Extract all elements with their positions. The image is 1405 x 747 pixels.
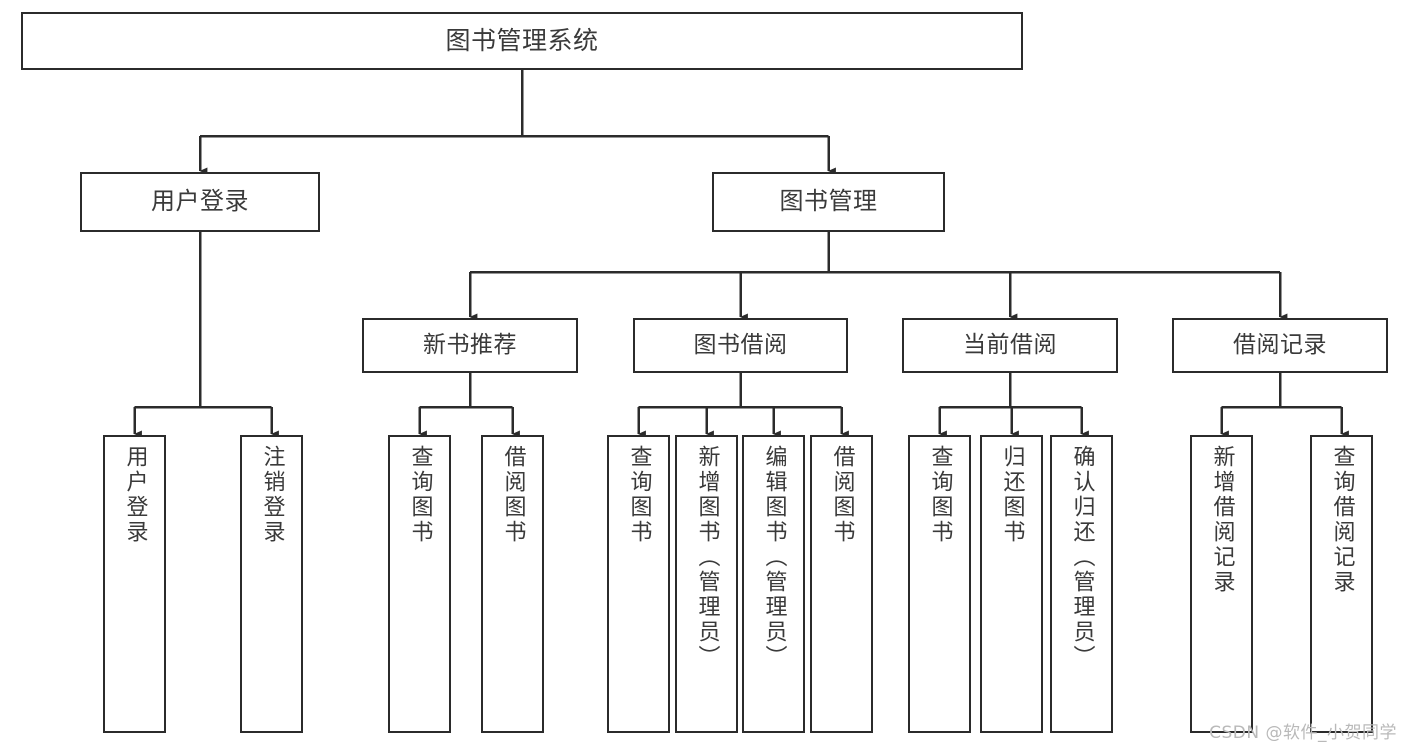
csdn-watermark: CSDN @软件_小贺同学 (1209, 723, 1397, 743)
node-leaf-borrow-book-2[interactable]: 借阅图书 (810, 435, 873, 733)
node-label: 借阅记录 (1233, 332, 1327, 359)
node-leaf-query-book-1[interactable]: 查询图书 (388, 435, 451, 733)
node-borrow-record[interactable]: 借阅记录 (1172, 318, 1388, 373)
node-label: 新增借阅记录 (1209, 445, 1235, 595)
node-label: 新增图书（管理员） (694, 445, 720, 670)
node-leaf-borrow-book-1[interactable]: 借阅图书 (481, 435, 544, 733)
node-book-management[interactable]: 图书管理 (712, 172, 945, 232)
node-label: 查询借阅记录 (1329, 445, 1355, 595)
node-label: 用户登录 (151, 187, 249, 216)
node-leaf-query-book-2[interactable]: 查询图书 (607, 435, 670, 733)
node-leaf-add-record[interactable]: 新增借阅记录 (1190, 435, 1253, 733)
node-label: 新书推荐 (423, 332, 517, 359)
node-label: 当前借阅 (963, 332, 1057, 359)
node-label: 查询图书 (407, 445, 433, 545)
node-user-login[interactable]: 用户登录 (80, 172, 320, 232)
node-leaf-edit-book[interactable]: 编辑图书（管理员） (742, 435, 805, 733)
node-label: 查询图书 (626, 445, 652, 545)
node-new-book-recommend[interactable]: 新书推荐 (362, 318, 578, 373)
node-label: 图书借阅 (693, 332, 788, 359)
node-book-borrow[interactable]: 图书借阅 (633, 318, 848, 373)
node-leaf-confirm-return[interactable]: 确认归还（管理员） (1050, 435, 1113, 733)
node-label: 注销登录 (259, 445, 285, 545)
node-label: 确认归还（管理员） (1069, 445, 1095, 670)
node-label: 查询图书 (927, 445, 953, 545)
node-label: 图书管理 (779, 187, 878, 216)
node-leaf-query-record[interactable]: 查询借阅记录 (1310, 435, 1373, 733)
node-leaf-add-book[interactable]: 新增图书（管理员） (675, 435, 738, 733)
node-leaf-query-book-3[interactable]: 查询图书 (908, 435, 971, 733)
node-label: 编辑图书（管理员） (761, 445, 787, 670)
node-current-borrow[interactable]: 当前借阅 (902, 318, 1118, 373)
node-leaf-logout-login[interactable]: 注销登录 (240, 435, 303, 733)
node-label: 借阅图书 (500, 445, 526, 545)
node-label: 图书管理系统 (445, 25, 599, 55)
node-label: 归还图书 (999, 445, 1025, 545)
node-leaf-user-login[interactable]: 用户登录 (103, 435, 166, 733)
node-label: 借阅图书 (829, 445, 855, 545)
node-root[interactable]: 图书管理系统 (21, 12, 1023, 70)
node-label: 用户登录 (122, 445, 148, 545)
node-leaf-return-book[interactable]: 归还图书 (980, 435, 1043, 733)
